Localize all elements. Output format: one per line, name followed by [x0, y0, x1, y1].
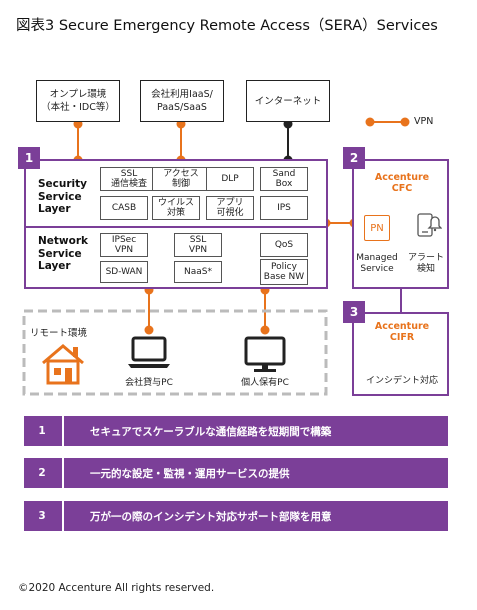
layer-divider: [26, 226, 326, 228]
legend-vpn-label: VPN: [414, 116, 434, 127]
figure-title: 図表3 Secure Emergency Remote Access（SERA）…: [16, 18, 438, 34]
sec-cell-casb: CASB: [100, 196, 148, 220]
copyright: ©2020 Accenture All rights reserved.: [18, 582, 215, 594]
laptop-icon: [128, 336, 170, 368]
net-cell-policy-based-nw: Policy Base NW: [260, 259, 308, 285]
managed-service-label: Managed Service: [356, 253, 398, 274]
cloud-services-node: 会社利用IaaS/ PaaS/SaaS: [140, 80, 224, 122]
net-cell-sd-wan: SD-WAN: [100, 261, 148, 283]
desktop-pc-icon: [244, 336, 286, 372]
net-cell-ipsec-vpn: IPSec VPN: [100, 233, 148, 257]
sec-cell-sandbox: Sand Box: [260, 167, 308, 191]
sec-cell-access-control: アクセス 制御: [152, 167, 210, 191]
cfc-brand-label: Accenture CFC: [374, 172, 430, 194]
sec-cell-ssl-inspection: SSL 通信検査: [100, 167, 158, 191]
feature-bar-1-text: セキュアでスケーラブルな通信経路を短期間で構築: [90, 425, 332, 438]
feature-bar-2: 2 一元的な設定・監視・運用サービスの提供: [24, 458, 448, 488]
personal-pc-label: 個人保有PC: [241, 378, 289, 388]
sec-cell-app-visibility: アプリ 可視化: [206, 196, 254, 220]
internet-node: インターネット: [246, 80, 330, 122]
feature-bar-2-number: 2: [38, 467, 46, 479]
network-layer-title: Network Service Layer: [38, 235, 89, 272]
remote-env-title: リモート環境: [30, 328, 88, 339]
layer1-number-badge: 1: [18, 147, 40, 169]
net-cell-qos: QoS: [260, 233, 308, 257]
home-icon: [42, 344, 84, 385]
on-premise-node: オンプレ環境 （本社・IDC等）: [36, 80, 120, 122]
sec-cell-dlp: DLP: [206, 167, 254, 191]
incident-response-label: インシデント対応: [365, 376, 438, 386]
net-cell-ssl-vpn: SSL VPN: [174, 233, 222, 257]
cifr-brand-label: Accenture CIFR: [374, 321, 430, 343]
alert-detection-label: アラート 検知: [407, 253, 444, 274]
security-layer-title: Security Service Layer: [38, 178, 88, 215]
net-cell-naas: NaaS*: [174, 261, 222, 283]
sec-cell-antivirus: ウイルス 対策: [152, 196, 200, 220]
feature-bar-3: 3 万が一の際のインシデント対応サポート部隊を用意: [24, 501, 448, 531]
feature-bar-3-text: 万が一の際のインシデント対応サポート部隊を用意: [90, 510, 332, 523]
feature-bar-2-text: 一元的な設定・監視・運用サービスの提供: [90, 467, 290, 480]
alert-device-icon: [417, 213, 442, 237]
cfc-number-badge: 2: [343, 147, 365, 169]
cifr-number-badge: 3: [343, 301, 365, 323]
feature-bar-1: 1 セキュアでスケーラブルな通信経路を短期間で構築: [24, 416, 448, 446]
feature-bar-3-number: 3: [38, 510, 46, 522]
cifr-box: [352, 312, 449, 396]
pn-icon: PN: [364, 215, 390, 241]
company-pc-label: 会社貸与PC: [125, 378, 173, 388]
feature-bar-1-number: 1: [38, 425, 46, 437]
sec-cell-ips: IPS: [260, 196, 308, 220]
